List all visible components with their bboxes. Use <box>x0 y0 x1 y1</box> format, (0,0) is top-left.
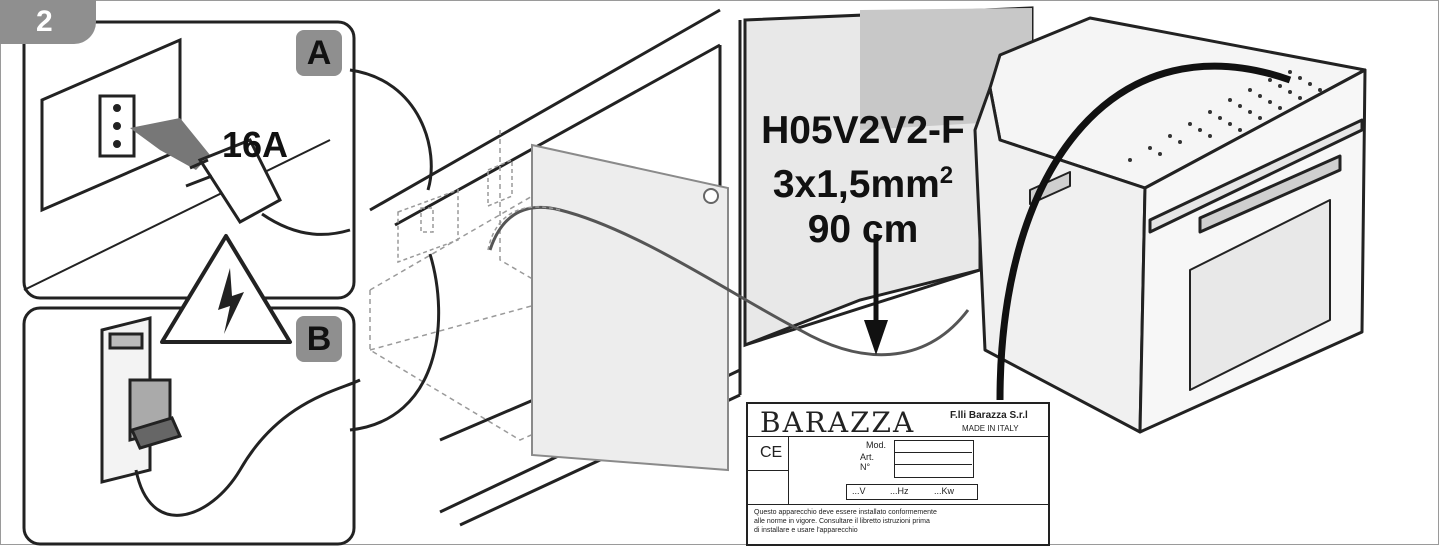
lightning-warning-icon <box>160 234 292 344</box>
cabinet-door <box>531 143 729 472</box>
oven-vents <box>1128 70 1322 162</box>
ce-mark-icon: CE <box>760 444 783 461</box>
rating-plate: BARAZZA F.lli Barazza S.r.l MADE IN ITAL… <box>746 402 1050 546</box>
dashed-cable <box>487 206 561 251</box>
amperage-label: 16A <box>222 124 289 165</box>
field-art: Art. <box>860 452 875 462</box>
unit-hertz: ...Hz <box>890 486 909 496</box>
connector-a <box>349 68 433 191</box>
plate-notice: Questo apparecchio deve essere installat… <box>754 509 937 534</box>
plate-arrow <box>996 62 1292 401</box>
plug-cable <box>261 212 351 236</box>
step-number: 2 <box>0 0 96 44</box>
field-num: N° <box>860 462 871 472</box>
plate-company: F.lli Barazza S.r.l <box>950 410 1028 421</box>
connector-b <box>349 253 441 432</box>
unit-kilowatts: ...Kw <box>934 486 955 496</box>
oven-icon <box>973 16 1367 434</box>
cable-type: H05V2V2-F <box>761 109 965 152</box>
cable-length: 90 cm <box>807 208 919 251</box>
cable-section: 3x1,5mm2 <box>772 162 954 206</box>
field-mod: Mod. <box>866 440 887 450</box>
hidden-socket-icon <box>397 158 513 264</box>
plug-icon <box>185 138 282 224</box>
breaker-switch-icon <box>100 316 183 484</box>
breaker-cable <box>134 378 361 517</box>
plate-brand: BARAZZA <box>760 406 916 439</box>
cable-spec: H05V2V2-F 3x1,5mm2 90 cm <box>738 108 988 252</box>
unit-volts: ...V <box>852 486 866 496</box>
panel-b-label: B <box>296 316 342 362</box>
panel-a <box>22 20 356 300</box>
panel-b <box>22 306 361 546</box>
plate-made-in: MADE IN ITALY <box>962 424 1019 433</box>
wall-socket-icon <box>40 37 182 213</box>
down-arrow-icon <box>864 234 888 355</box>
panel-a-label: A <box>296 30 342 76</box>
power-cable <box>488 205 970 357</box>
insert-arrow-icon <box>130 118 210 170</box>
